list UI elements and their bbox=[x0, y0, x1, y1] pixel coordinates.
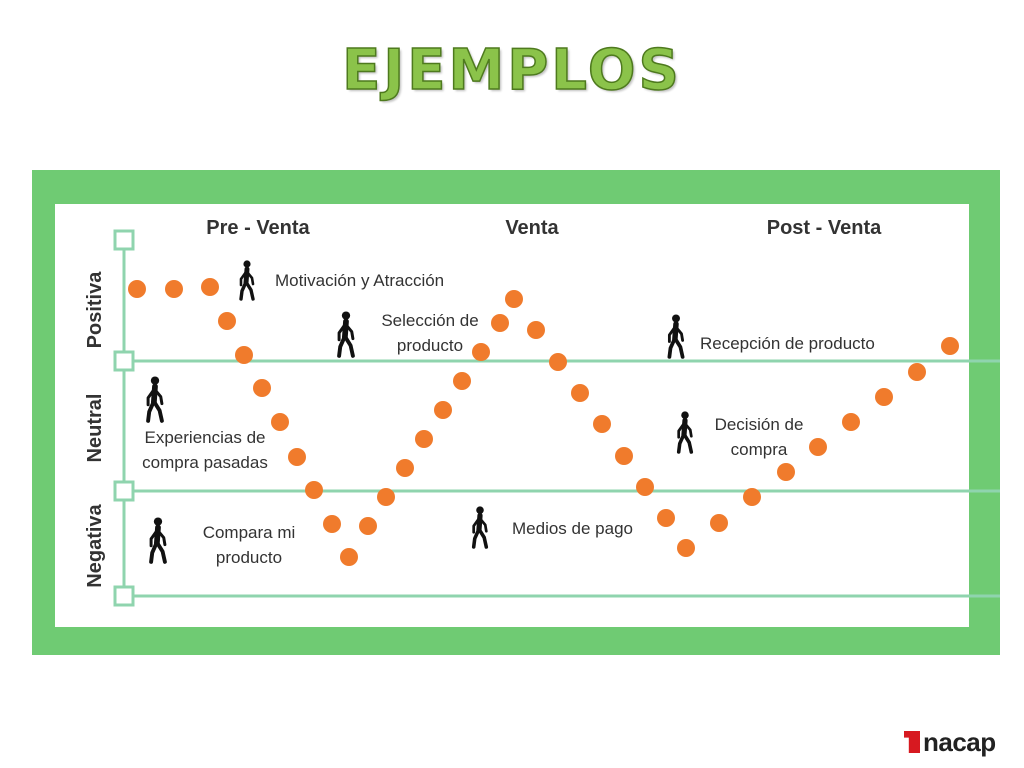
walking-person-icon bbox=[337, 311, 355, 358]
axis-marker-square bbox=[113, 350, 135, 372]
journey-dot bbox=[271, 413, 289, 431]
journey-step-label: producto bbox=[397, 336, 463, 355]
journey-step-label: Selección de bbox=[381, 311, 478, 330]
journey-dot bbox=[288, 448, 306, 466]
journey-dot bbox=[615, 447, 633, 465]
journey-dot bbox=[505, 290, 523, 308]
journey-step-label: compra pasadas bbox=[142, 453, 268, 472]
journey-dot bbox=[677, 539, 695, 557]
stage-label: Post - Venta bbox=[767, 217, 882, 239]
journey-step-label: producto bbox=[216, 548, 282, 567]
journey-dot bbox=[434, 401, 452, 419]
zone-label: Positiva bbox=[84, 271, 106, 349]
journey-dot bbox=[253, 379, 271, 397]
journey-dot bbox=[415, 430, 433, 448]
walking-person-icon bbox=[239, 260, 255, 301]
axis-marker-square bbox=[113, 585, 135, 607]
journey-dot bbox=[472, 343, 490, 361]
journey-step-label: compra bbox=[731, 440, 788, 459]
diagram-panel bbox=[55, 204, 969, 627]
walking-person-icon bbox=[676, 411, 694, 454]
journey-dot bbox=[201, 278, 219, 296]
journey-dot bbox=[636, 478, 654, 496]
journey-step-label: Recepción de producto bbox=[700, 334, 875, 353]
walking-person-icon bbox=[471, 506, 489, 549]
walking-person-icon bbox=[667, 314, 685, 359]
journey-dot bbox=[235, 346, 253, 364]
journey-dot bbox=[359, 517, 377, 535]
journey-dot bbox=[218, 312, 236, 330]
slide-title: EJEMPLOS bbox=[341, 37, 682, 104]
stage-label: Pre - Venta bbox=[206, 217, 310, 239]
inacap-logo: nacap bbox=[904, 727, 996, 757]
journey-dot bbox=[908, 363, 926, 381]
journey-dot bbox=[323, 515, 341, 533]
diagram-labels: Pre - Venta Venta Post - VentaPositivaNeut… bbox=[84, 217, 882, 588]
journey-dot bbox=[396, 459, 414, 477]
journey-step-label: Compara mi bbox=[203, 523, 296, 542]
stage-label: Venta bbox=[505, 217, 559, 239]
journey-dot bbox=[842, 413, 860, 431]
journey-dot bbox=[491, 314, 509, 332]
journey-dot bbox=[453, 372, 471, 390]
journey-dot bbox=[593, 415, 611, 433]
zone-label: Neutral bbox=[84, 394, 106, 463]
walking-person-icon bbox=[146, 376, 164, 423]
journey-step-label: Motivación y Atracción bbox=[275, 271, 444, 290]
journey-dot bbox=[743, 488, 761, 506]
journey-step-label: Experiencias de bbox=[145, 428, 266, 447]
journey-dot bbox=[777, 463, 795, 481]
inacap-logo-mark bbox=[904, 731, 920, 753]
journey-dot bbox=[875, 388, 893, 406]
axis-marker-square bbox=[113, 229, 135, 251]
zone-lines bbox=[113, 229, 1000, 607]
journey-dot bbox=[128, 280, 146, 298]
journey-dot bbox=[571, 384, 589, 402]
journey-dot bbox=[549, 353, 567, 371]
journey-dot bbox=[305, 481, 323, 499]
journey-step-label: Decisión de bbox=[715, 415, 804, 434]
journey-dot bbox=[710, 514, 728, 532]
zone-label: Negativa bbox=[84, 503, 106, 587]
axis-marker-square bbox=[113, 480, 135, 502]
journey-dot bbox=[377, 488, 395, 506]
journey-dot bbox=[657, 509, 675, 527]
walking-person-icon bbox=[149, 517, 167, 564]
journey-curve bbox=[128, 278, 959, 566]
journey-dot bbox=[340, 548, 358, 566]
journey-dot bbox=[165, 280, 183, 298]
journey-dot bbox=[809, 438, 827, 456]
journey-dot bbox=[527, 321, 545, 339]
inacap-logo-text: nacap bbox=[923, 726, 996, 757]
journey-dot bbox=[941, 337, 959, 355]
journey-step-label: Medios de pago bbox=[512, 519, 633, 538]
